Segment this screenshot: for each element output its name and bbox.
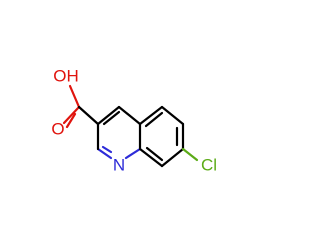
bond-c8-c8a [138,147,164,168]
chlorine-label: Cl [201,156,217,175]
nitrogen-label: N [113,156,125,175]
bonds [62,84,199,168]
bond-c-o-double-inner [65,112,77,129]
molecule-structure: OH O N Cl [51,67,217,175]
bond-n-c2-inner [101,145,113,154]
carbonyl-oxygen-label: O [51,120,64,139]
bond-c-o-double [62,105,81,125]
bond-c4-c4a [117,105,142,126]
bond-c8a-n [124,147,142,160]
bond-cooh-ring [77,105,100,126]
atom-labels: OH O N Cl [51,67,217,175]
bond-c8-c8a-inner [145,146,164,162]
bond-c4a-c5-inner [144,111,164,128]
bond-c3-c4 [96,105,121,126]
bond-c7-c8 [160,147,185,168]
bond-c4a-c5 [138,105,164,126]
bond-c5-c6 [160,105,185,126]
hydroxyl-label: OH [53,67,79,86]
bond-c7-cl [181,147,199,162]
bond-c3-c4-inner [102,110,121,126]
bond-n-c2 [96,147,113,160]
bond-c-oh [68,84,81,109]
